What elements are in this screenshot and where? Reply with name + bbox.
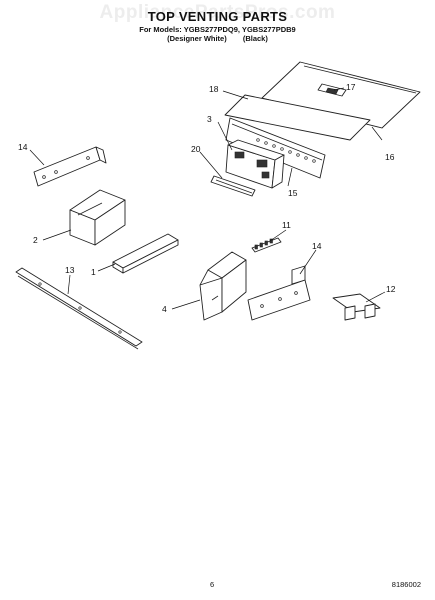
model-variants: (Designer White) (Black) [0,34,435,43]
callout-labels: 18 17 16 3 20 15 14 2 1 13 11 14 4 12 [18,82,396,314]
part-13-long-rail [15,267,143,350]
part-16-top-panel [261,61,421,129]
part-4-duct-bracket [199,251,247,321]
callout-14-lower: 14 [312,241,322,251]
document-number: 8186002 [391,580,421,589]
part-14-bracket-lower [247,265,311,321]
part-12-small-bracket [332,293,381,321]
callout-1: 1 [91,267,96,277]
callout-3: 3 [207,114,212,124]
callout-14-upper: 14 [18,142,28,152]
watermark: AppliancePartsPros.com [99,2,336,23]
part-2-duct [69,189,126,246]
callout-4: 4 [162,304,167,314]
callout-17: 17 [346,82,356,92]
models-line: For Models: YGBS277PDQ9, YGBS277PDB9 [139,25,296,34]
leader-lines [29,87,386,310]
callout-13: 13 [65,265,75,275]
callout-15: 15 [288,188,298,198]
page-title: TOP VENTING PARTS [147,9,288,24]
callout-2: 2 [33,235,38,245]
callout-20: 20 [191,144,201,154]
callout-11: 11 [282,220,291,230]
callout-16: 16 [385,152,395,162]
callout-12: 12 [386,284,396,294]
part-3-blower [225,139,285,189]
page-number: 6 [210,580,215,589]
part-11-connector [251,237,282,253]
callout-18: 18 [209,84,219,94]
variant-designer-white: (Designer White) [167,34,227,43]
variant-black: (Black) [242,34,268,43]
part-18-panel [224,94,371,141]
rail-holes [256,138,316,163]
part-14-bracket-upper [33,146,107,187]
part-1-channel [112,233,179,274]
part-15-rail [225,117,326,179]
part-20-strip [210,175,256,197]
